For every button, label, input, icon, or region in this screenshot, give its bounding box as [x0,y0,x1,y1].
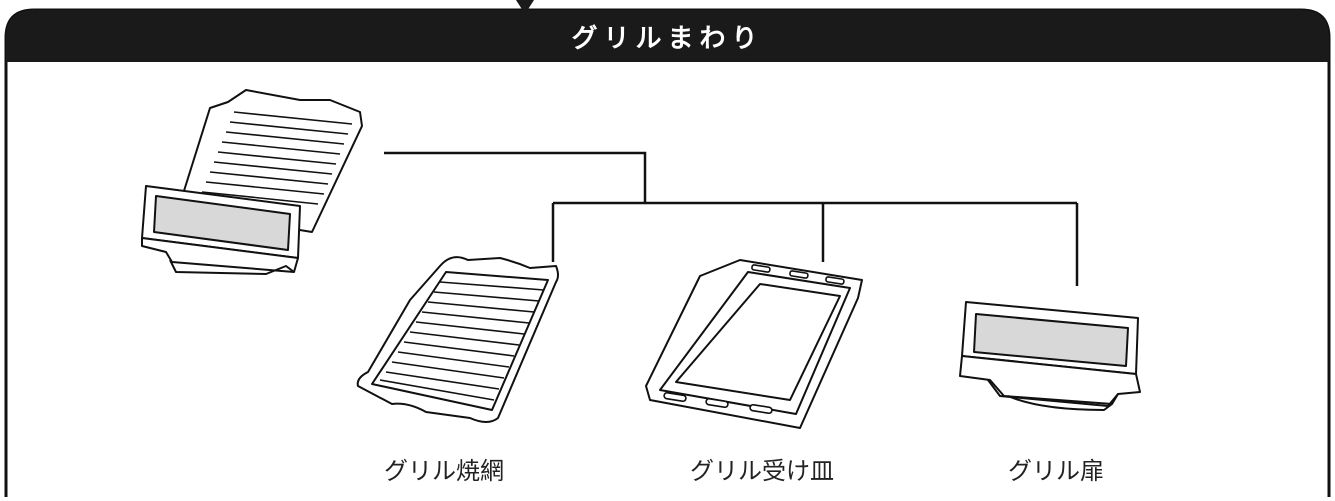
caption-grill-net: グリル焼網 [384,456,504,485]
grill-rack-icon [356,256,559,423]
header-title: グリルまわり [571,23,764,54]
header-bar [6,10,1329,62]
header-pointer-icon [516,0,534,14]
connector-lines [384,151,1079,286]
grill-tray-icon [645,259,863,429]
grill-assembly-icon [141,89,363,275]
caption-grill-pan: グリル受け皿 [690,456,834,485]
caption-grill-door: グリル扉 [1008,456,1104,485]
grill-door-icon [959,301,1141,411]
